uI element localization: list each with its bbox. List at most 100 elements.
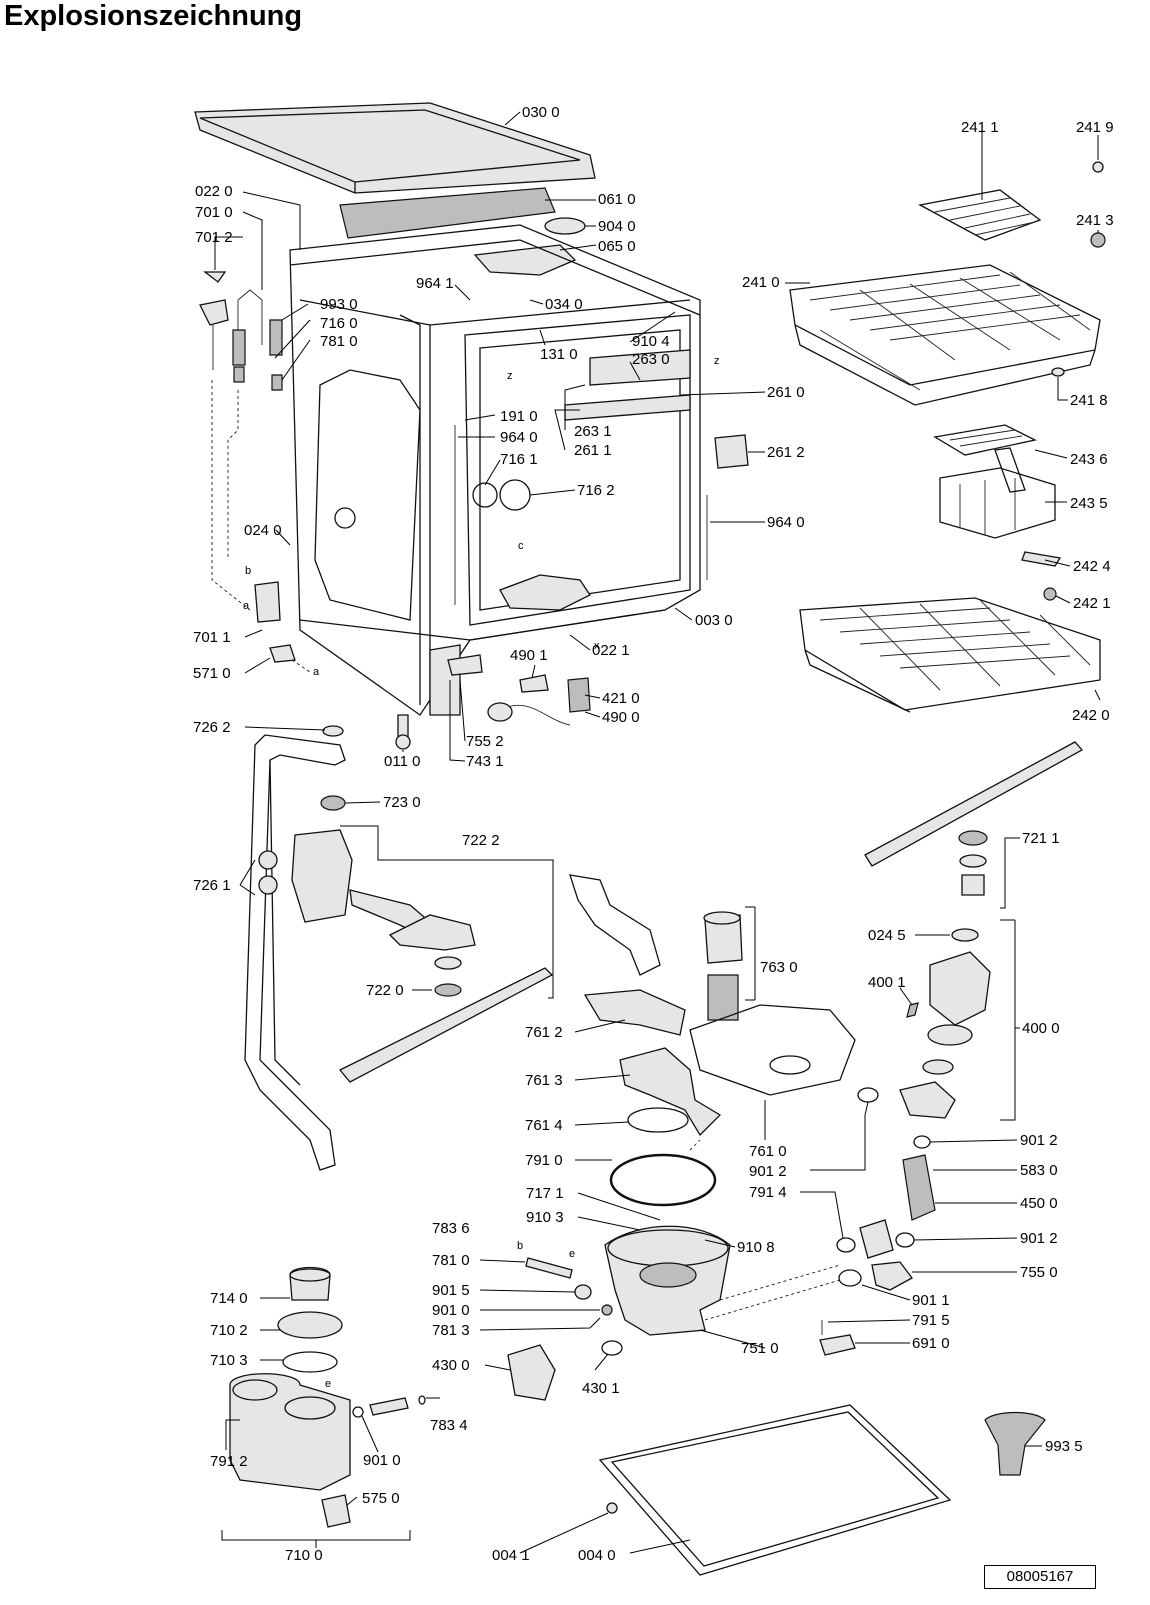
part-label: 701 2 — [195, 229, 233, 246]
sump-seal-part — [627, 1107, 689, 1133]
hose-clamp-901-2c-part — [895, 1232, 915, 1248]
part-label: 241 9 — [1076, 119, 1114, 136]
part-label: 783 6 — [432, 1220, 470, 1237]
upper-basket-part — [789, 264, 1101, 406]
part-label: 904 0 — [598, 218, 636, 235]
part-label: 243 6 — [1070, 451, 1108, 468]
part-label: 716 1 — [500, 451, 538, 468]
insulation-strip-part — [339, 187, 556, 239]
sump-cover-part — [583, 989, 686, 1036]
drawing-number-box: 08005167 — [984, 1565, 1096, 1589]
clip-400-1-part — [906, 1002, 919, 1018]
hinge-spring-assembly-part — [199, 271, 311, 673]
part-label: 761 0 — [749, 1143, 787, 1160]
part-label: 791 2 — [210, 1453, 248, 1470]
marker-letter: e — [325, 1378, 332, 1390]
roller-242-1-part — [1043, 587, 1057, 601]
part-label: 761 2 — [525, 1024, 563, 1041]
part-label: 583 0 — [1020, 1162, 1058, 1179]
marker-letter: z — [507, 370, 513, 382]
part-label: 691 0 — [912, 1335, 950, 1352]
part-label: 755 0 — [1020, 1264, 1058, 1281]
part-label: 722 0 — [366, 982, 404, 999]
part-label: 004 0 — [578, 1547, 616, 1564]
gasket-791-0-part — [609, 1153, 717, 1207]
base-plate-part — [598, 1404, 952, 1576]
sensor-part — [519, 674, 549, 693]
hose-clamp-901-2a-part — [857, 1087, 879, 1103]
marker-letter: z — [714, 355, 720, 367]
part-label: 430 0 — [432, 1357, 470, 1374]
upper-spray-arm-part — [864, 741, 1084, 896]
nut-723-0-part — [320, 795, 346, 811]
cap-part — [544, 217, 586, 235]
part-label: 751 0 — [741, 1340, 779, 1357]
part-label: 716 0 — [320, 315, 358, 332]
part-label: 714 0 — [210, 1290, 248, 1307]
stopper-241-8-part — [1051, 367, 1065, 377]
clip-242-4-part — [1021, 551, 1062, 567]
part-label: 710 2 — [210, 1322, 248, 1339]
part-label: 241 8 — [1070, 392, 1108, 409]
part-label: 781 0 — [432, 1252, 470, 1269]
water-softener-part — [221, 1266, 426, 1548]
part-label: 964 0 — [500, 429, 538, 446]
part-label: 030 0 — [522, 104, 560, 121]
sensor-691-0-part — [819, 1334, 856, 1356]
part-label: 716 2 — [577, 482, 615, 499]
marker-letter: x — [594, 640, 600, 652]
marker-letter: a — [243, 600, 250, 612]
part-label: 191 0 — [500, 408, 538, 425]
part-label: 901 2 — [1020, 1132, 1058, 1149]
drain-pump-430-part — [507, 1344, 556, 1401]
heater-connector-part — [859, 1219, 894, 1259]
part-label: 791 4 — [749, 1184, 787, 1201]
part-label: 721 1 — [1022, 830, 1060, 847]
part-label: 024 0 — [244, 522, 282, 539]
seal-726-2-part — [322, 725, 344, 737]
part-label: 701 0 — [195, 204, 233, 221]
seal-430-1-part — [601, 1340, 623, 1356]
part-label: 781 0 — [320, 333, 358, 350]
top-cover-part — [194, 102, 596, 194]
part-label: 061 0 — [598, 191, 636, 208]
part-label: 575 0 — [362, 1490, 400, 1507]
part-label: 901 1 — [912, 1292, 950, 1309]
seal-024-5-part — [951, 928, 979, 942]
sump-body-part — [619, 1047, 722, 1137]
part-label: 241 3 — [1076, 212, 1114, 229]
part-label: 726 2 — [193, 719, 231, 736]
marker-letter: c — [518, 540, 524, 552]
lower-basket-part — [799, 597, 1101, 713]
part-label: 910 4 — [632, 333, 670, 350]
part-label: 261 2 — [767, 444, 805, 461]
part-label: 131 0 — [540, 346, 578, 363]
cabinet-frame-part — [289, 224, 749, 716]
part-label: 261 0 — [767, 384, 805, 401]
part-label: 490 1 — [510, 647, 548, 664]
part-label: 791 5 — [912, 1312, 950, 1329]
part-label: 910 8 — [737, 1239, 775, 1256]
clip-241-9-part — [1092, 161, 1104, 173]
seal-901-5-part — [574, 1284, 592, 1300]
part-label: 421 0 — [602, 690, 640, 707]
bracket-755-part — [447, 654, 483, 676]
marker-letter: b — [517, 1240, 524, 1252]
part-label: 571 0 — [193, 665, 231, 682]
part-label: 761 3 — [525, 1072, 563, 1089]
part-label: 791 0 — [525, 1152, 563, 1169]
leader-lines — [214, 111, 1101, 1554]
part-label: 910 3 — [526, 1209, 564, 1226]
part-label: 400 1 — [868, 974, 906, 991]
page-title: Explosionszeichnung — [4, 0, 303, 32]
part-label: 993 0 — [320, 296, 358, 313]
part-label: 710 0 — [285, 1547, 323, 1564]
part-label: 400 0 — [1022, 1020, 1060, 1037]
filter-plate-part — [689, 1004, 856, 1096]
circulation-pump-part — [899, 951, 991, 1119]
screw-004-1-part — [606, 1502, 618, 1514]
part-label: 242 4 — [1073, 558, 1111, 575]
part-label: 011 0 — [384, 753, 421, 770]
funnel-part — [984, 1411, 1046, 1476]
